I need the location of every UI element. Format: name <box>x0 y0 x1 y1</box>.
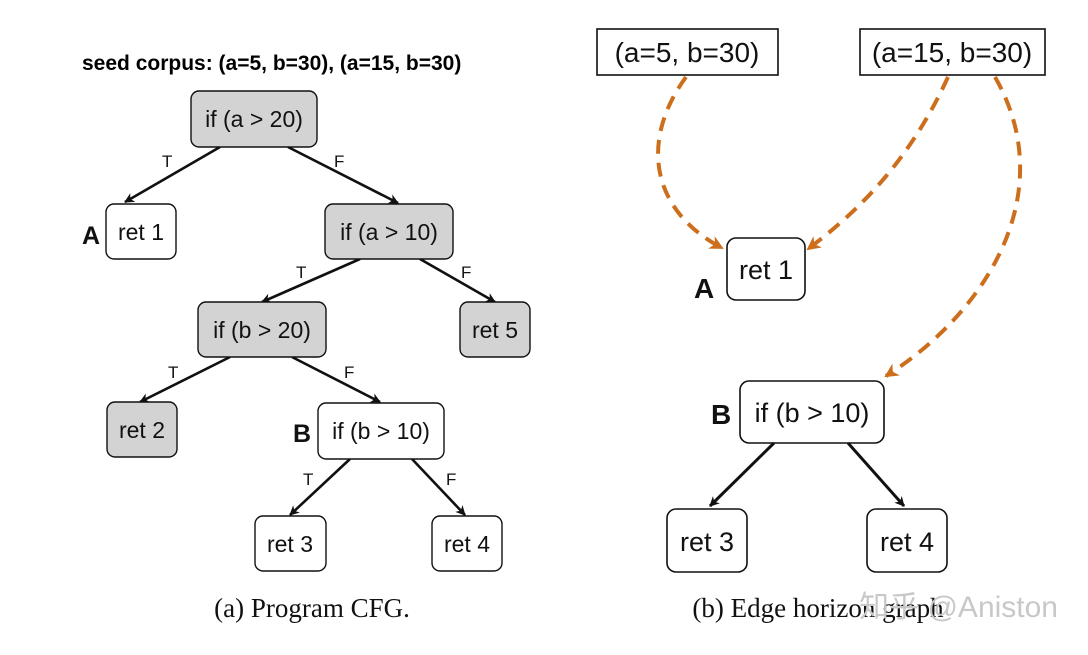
caption-right: (b) Edge horizon graph <box>692 593 944 623</box>
seed-box-2: (a=15, b=30) <box>859 28 1046 76</box>
edge-label-b10-false: F <box>446 470 456 489</box>
edge-label-a10-false: F <box>461 263 471 282</box>
edge-a10-false <box>419 257 496 304</box>
node-label: ret 4 <box>444 531 490 557</box>
edge-b20-false <box>291 355 381 404</box>
horizon-node-if-b-gt-10: if (b > 10) <box>739 380 885 444</box>
horizon-cfg-edges <box>708 441 906 508</box>
horizon-node-ret1: ret 1 <box>726 237 806 301</box>
edge-b20-true <box>139 355 231 404</box>
edge-b10-to-ret3 <box>708 441 776 508</box>
edge-label-a20-true: T <box>162 152 172 171</box>
edge-label-b20-false: F <box>344 363 354 382</box>
marker-a-right: A <box>694 273 714 304</box>
seed-corpus-label: seed corpus: (a=5, b=30), (a=15, b=30) <box>82 52 461 75</box>
node-label: if (a > 10) <box>340 219 438 245</box>
seed-label: (a=15, b=30) <box>872 37 1032 68</box>
edge-a20-false <box>287 145 399 205</box>
marker-b-left: B <box>293 420 311 448</box>
watermark: 知乎 @Aniston <box>859 591 1058 624</box>
edge-label-b20-true: T <box>168 363 178 382</box>
node-label: ret 4 <box>880 527 934 557</box>
seed-box-1: (a=5, b=30) <box>596 28 779 76</box>
horizon-node-ret3: ret 3 <box>666 508 748 573</box>
caption-left: (a) Program CFG. <box>214 593 410 623</box>
cfg-node-ret3: ret 3 <box>254 515 327 572</box>
node-label: ret 3 <box>267 531 313 557</box>
edge-label-b10-true: T <box>303 470 313 489</box>
edge-a20-true <box>124 145 221 204</box>
edge-a10-true <box>261 257 361 304</box>
node-label: ret 1 <box>118 219 164 245</box>
cfg-node-ret4: ret 4 <box>431 515 503 572</box>
marker-b-right: B <box>711 399 731 430</box>
node-label: if (a > 20) <box>205 106 303 132</box>
node-label: if (b > 10) <box>332 418 430 444</box>
cfg-node-if-b-gt-20: if (b > 20) <box>197 301 327 358</box>
node-label: if (b > 20) <box>213 317 311 343</box>
edge-label-a20-false: F <box>334 152 344 171</box>
node-label: if (b > 10) <box>755 398 870 428</box>
node-label: ret 2 <box>119 417 165 443</box>
marker-a-left: A <box>82 222 100 250</box>
horizon-node-ret4: ret 4 <box>866 508 948 573</box>
cfg-node-if-a-gt-20: if (a > 20) <box>190 90 318 148</box>
seed-label: (a=5, b=30) <box>615 37 760 68</box>
cfg-node-if-b-gt-10: if (b > 10) <box>317 402 445 460</box>
node-label: ret 1 <box>739 255 793 285</box>
horizon-edges <box>656 75 1023 378</box>
edge-b10-true <box>289 458 351 516</box>
cfg-node-ret2: ret 2 <box>106 401 178 458</box>
cfg-node-ret5: ret 5 <box>459 301 531 358</box>
edge-b10-false <box>411 458 466 516</box>
cfg-edges <box>124 145 496 516</box>
cfg-node-if-a-gt-10: if (a > 10) <box>324 203 454 260</box>
horizon-edge-seed2-ret1 <box>806 76 950 251</box>
edge-b10-to-ret4 <box>846 442 906 507</box>
cfg-node-ret1: ret 1 <box>105 203 177 260</box>
horizon-edge-seed2-b10 <box>884 76 1023 378</box>
node-label: ret 3 <box>680 527 734 557</box>
edge-label-a10-true: T <box>296 263 306 282</box>
horizon-edge-seed1-ret1 <box>656 75 724 250</box>
node-label: ret 5 <box>472 317 518 343</box>
